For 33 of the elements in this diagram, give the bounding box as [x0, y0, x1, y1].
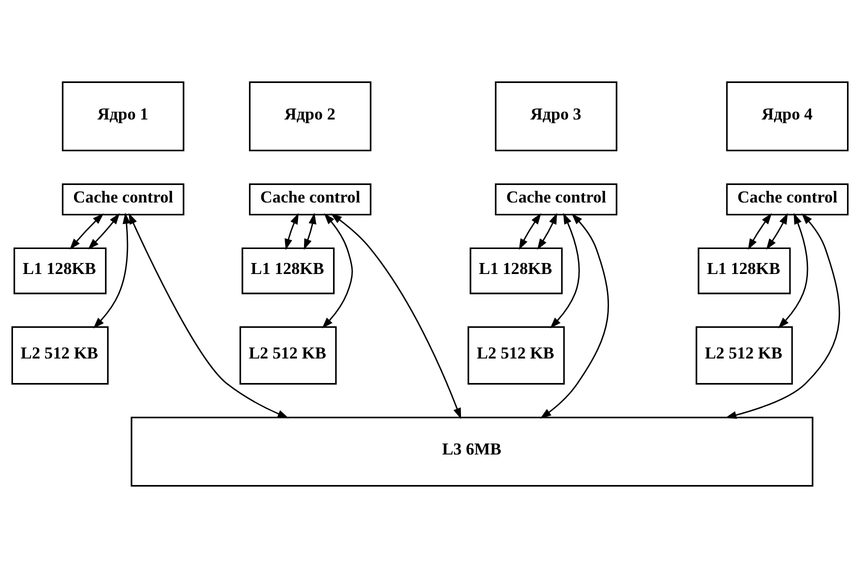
arrow — [330, 212, 462, 419]
node-box: Ядро 2 — [248, 80, 372, 151]
arrow — [766, 212, 788, 250]
node-box: L2 512 KB — [240, 326, 337, 384]
arrow — [778, 212, 808, 328]
arrow — [725, 212, 840, 418]
arrow — [748, 212, 772, 250]
arrow — [93, 212, 130, 328]
arrow — [304, 212, 316, 250]
arrow — [322, 212, 353, 328]
arrow — [550, 212, 580, 328]
node-box: Ядро 3 — [494, 80, 618, 151]
node-box: L3 6MB — [130, 416, 814, 486]
node-box: L1 128KB — [14, 246, 107, 294]
node-box: L1 128KB — [698, 246, 791, 294]
node-box: L2 512 KB — [11, 326, 109, 384]
node-box: Cache control — [726, 182, 849, 215]
arrow — [70, 212, 104, 250]
node-box: Cache control — [62, 182, 184, 215]
node-box: L1 128KB — [470, 246, 563, 294]
node-box: L2 512 KB — [696, 326, 793, 384]
node-box: Ядро 4 — [726, 80, 849, 151]
node-box: L1 128KB — [242, 246, 335, 294]
arrow — [540, 213, 609, 418]
arrow — [128, 212, 289, 418]
node-box: Ядро 1 — [62, 80, 184, 151]
node-box: L2 512 KB — [468, 326, 565, 384]
arrow — [518, 212, 542, 250]
node-box: Cache control — [248, 182, 372, 215]
arrow — [88, 212, 120, 250]
arrow — [537, 212, 558, 250]
node-box: Cache control — [494, 182, 618, 215]
arrow — [284, 212, 299, 250]
